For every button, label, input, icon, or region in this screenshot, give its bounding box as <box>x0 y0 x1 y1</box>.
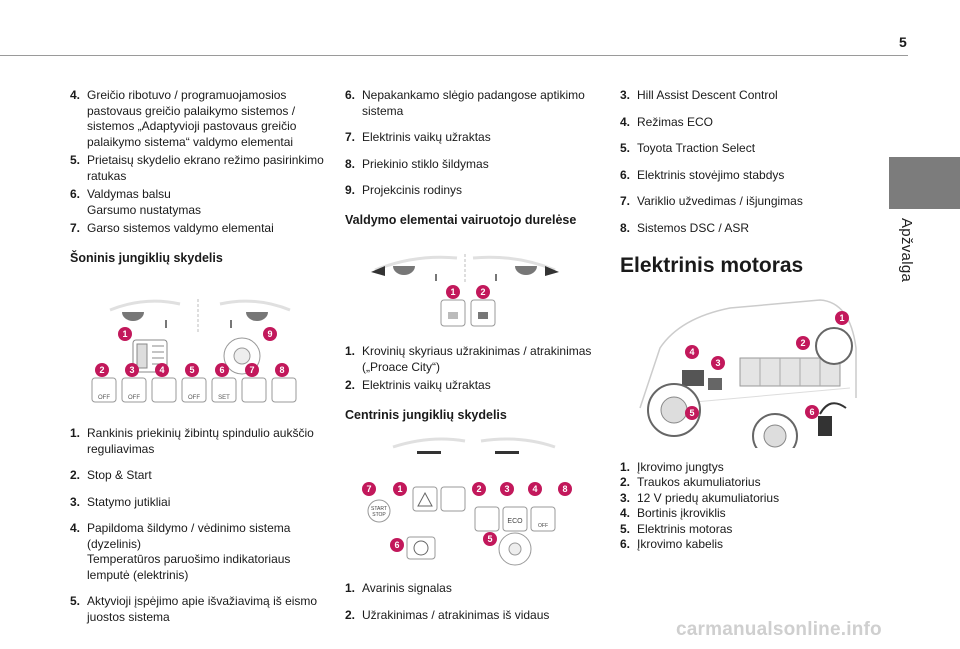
column-3: 3.Hill Assist Descent Control 4.Režimas … <box>620 88 860 553</box>
list-item: 4.Papildoma šildymo / vėdinimo sistema (… <box>70 521 291 582</box>
header-rule <box>0 55 908 56</box>
list-item: 3.12 V priedų akumuliatorius <box>620 490 780 505</box>
list-item: 4.Režimas ECO <box>620 114 714 129</box>
callout-badge: 1 <box>839 313 844 323</box>
list-item: 2.Užrakinimas / atrakinimas iš vidaus <box>345 607 550 622</box>
list-item: 3.Hill Assist Descent Control <box>620 88 778 102</box>
callout-badge: 2 <box>99 365 104 375</box>
section-heading: Valdymo elementai vairuotojo durelėse <box>345 212 577 227</box>
start-label: START <box>371 506 387 512</box>
callout-badge: 8 <box>562 484 567 494</box>
list-item: 5.Elektrinis motoras <box>620 521 733 536</box>
callout-badge: 1 <box>397 484 402 494</box>
column-1: 4.Greičio ribotuvo / programuojamosios p… <box>70 88 332 628</box>
callout-badge: 3 <box>504 484 509 494</box>
section-heading: Šoninis jungiklių skydelis <box>70 250 223 265</box>
callout-badge: 5 <box>487 534 492 544</box>
list-item: 5.Prietaisų skydelio ekrano režimo pasir… <box>70 153 324 183</box>
list-item: 6.Nepakankamo slėgio padangose aptikimo … <box>345 88 585 118</box>
callout-badge: 3 <box>129 365 134 375</box>
list-item: 9.Projekcinis rodinys <box>345 183 463 197</box>
list-item: 3.Statymo jutikliai <box>70 494 171 509</box>
list-item: 2.Elektrinis vaikų užraktas <box>345 378 491 392</box>
list-item: 4.Greičio ribotuvo / programuojamosios p… <box>70 88 297 149</box>
section-tab-marker <box>889 157 960 209</box>
side-switch-panel-illustration: OFF OFF OFF SET 1 9 2 3 4 5 6 7 8 <box>91 299 297 403</box>
eco-label: ECO <box>507 518 523 525</box>
section-tab-label: Apžvalga <box>898 218 915 283</box>
callout-badge: 6 <box>219 365 224 375</box>
stop-label: STOP <box>372 512 386 518</box>
list-item: 5.Toyota Traction Select <box>620 141 756 155</box>
list-item: 8.Sistemos DSC / ASR <box>620 220 750 235</box>
off-label: OFF <box>128 395 140 401</box>
list-item: 1.Avarinis signalas <box>345 581 452 595</box>
page-number: 5 <box>899 34 907 50</box>
list-item: 6.Elektrinis stovėjimo stabdys <box>620 167 785 182</box>
callout-badge: 4 <box>159 365 164 375</box>
callout-badge: 6 <box>394 540 399 550</box>
callout-badge: 6 <box>809 407 814 417</box>
callout-badge: 1 <box>450 287 455 297</box>
list-item: 1.Rankinis priekinių žibintų spindulio a… <box>70 426 314 456</box>
list-item: 5.Aktyvioji įspėjimo apie išvažiavimą iš… <box>70 594 318 624</box>
callout-badge: 9 <box>267 329 272 339</box>
list-item: 1.Krovinių skyriaus užrakinimas / atraki… <box>345 344 592 374</box>
callout-badge: 8 <box>279 365 284 375</box>
set-label: SET <box>218 395 230 401</box>
list-item: 7.Variklio užvedimas / išjungimas <box>620 194 803 208</box>
list-item: 4.Bortinis įkroviklis <box>620 506 726 520</box>
callout-badge: 5 <box>689 408 694 418</box>
callout-badge: 7 <box>366 484 371 494</box>
list-item: 6.Įkrovimo kabelis <box>620 537 724 551</box>
callout-badge: 4 <box>532 484 537 494</box>
list-item: 7.Garso sistemos valdymo elementai <box>70 221 274 235</box>
list-item: 1.Įkrovimo jungtys <box>620 459 724 474</box>
off-label: OFF <box>538 523 548 529</box>
list-item: 8.Priekinio stiklo šildymas <box>345 156 489 171</box>
center-switch-panel-illustration: START STOP ECO OFF 7 1 2 3 4 8 6 <box>362 437 572 566</box>
callout-badge: 5 <box>189 365 194 375</box>
callout-badge: 1 <box>122 329 127 339</box>
list-item: 2.Traukos akumuliatorius <box>620 475 761 489</box>
callout-badge: 4 <box>689 347 694 357</box>
watermark: carmanualsonline.info <box>676 619 882 640</box>
list-item: 7.Elektrinis vaikų užraktas <box>345 130 491 144</box>
off-label: OFF <box>98 395 110 401</box>
list-item: 2.Stop & Start <box>70 468 152 482</box>
section-heading: Centrinis jungiklių skydelis <box>345 407 507 422</box>
column-2: 6.Nepakankamo slėgio padangose aptikimo … <box>345 88 595 626</box>
driver-door-controls-illustration: 1 2 <box>371 254 559 327</box>
callout-badge: 2 <box>480 287 485 297</box>
callout-badge: 2 <box>476 484 481 494</box>
callout-badge: 2 <box>800 338 805 348</box>
electric-motor-illustration: 1 2 3 4 5 6 <box>639 298 857 448</box>
off-label: OFF <box>188 395 200 401</box>
section-heading: Elektrinis motoras <box>620 254 804 277</box>
callout-badge: 7 <box>249 365 254 375</box>
callout-badge: 3 <box>715 358 720 368</box>
